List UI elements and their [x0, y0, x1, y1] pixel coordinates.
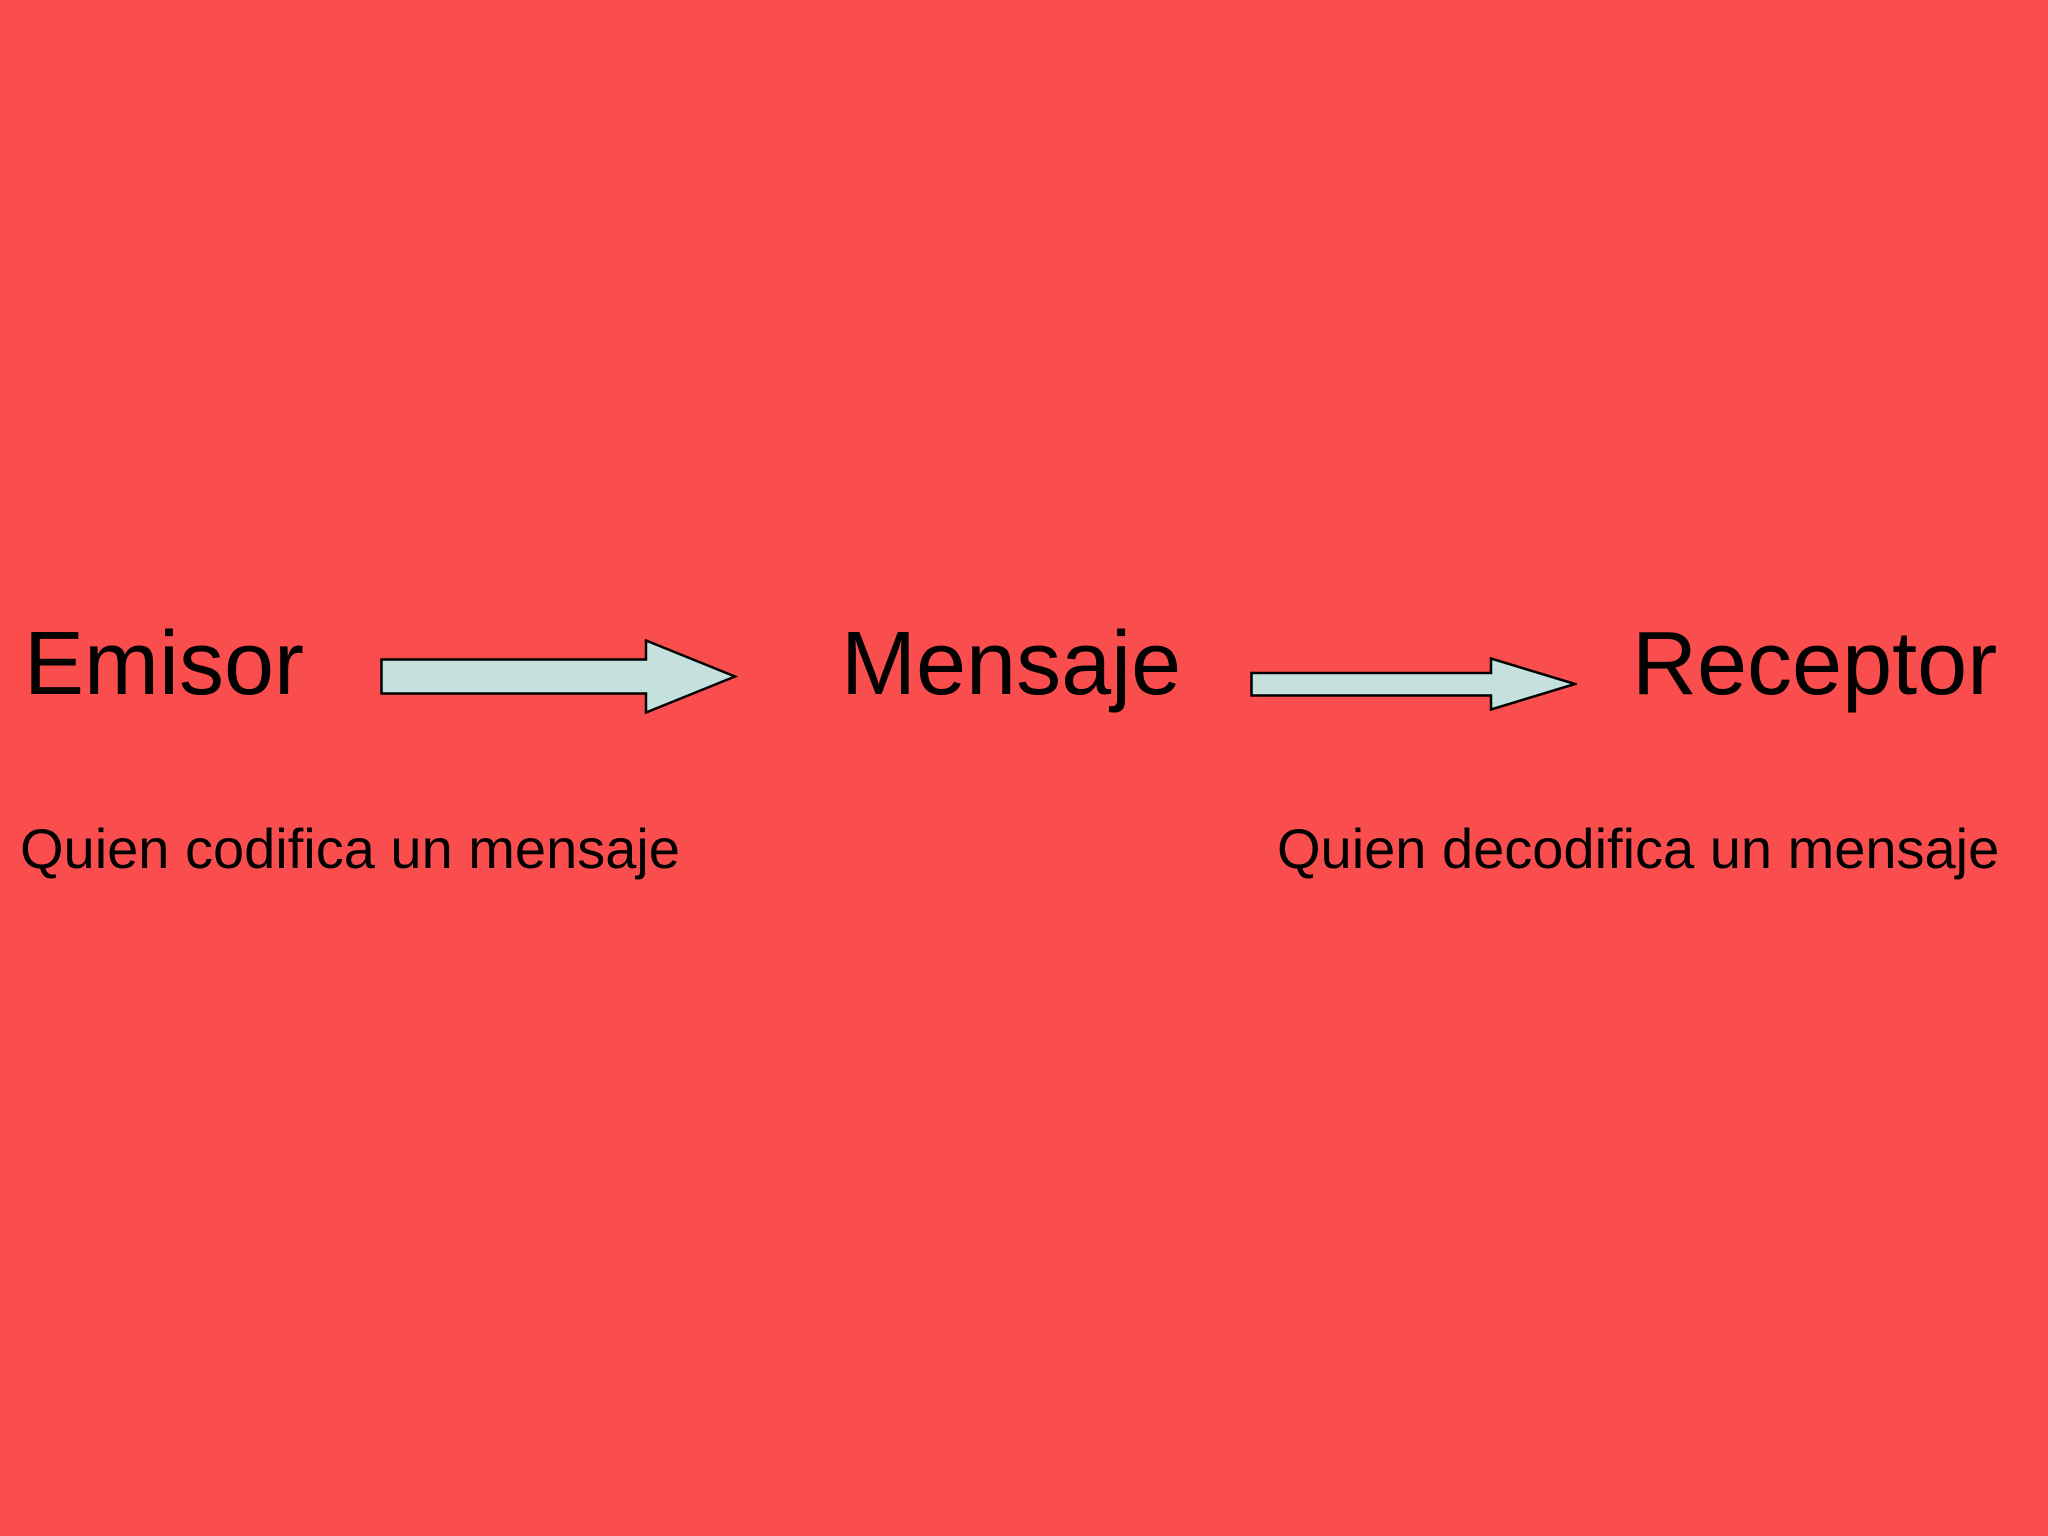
right-arrow-icon: [380, 639, 738, 714]
sender-caption: Quien codifica un mensaje: [20, 817, 680, 880]
receiver-caption: Quien decodifica un mensaje: [1277, 817, 2000, 880]
receptor-label: Receptor: [1632, 614, 1998, 714]
emisor-label: Emisor: [24, 614, 305, 714]
right-arrow-icon: [1250, 657, 1577, 711]
mensaje-label: Mensaje: [841, 614, 1182, 714]
